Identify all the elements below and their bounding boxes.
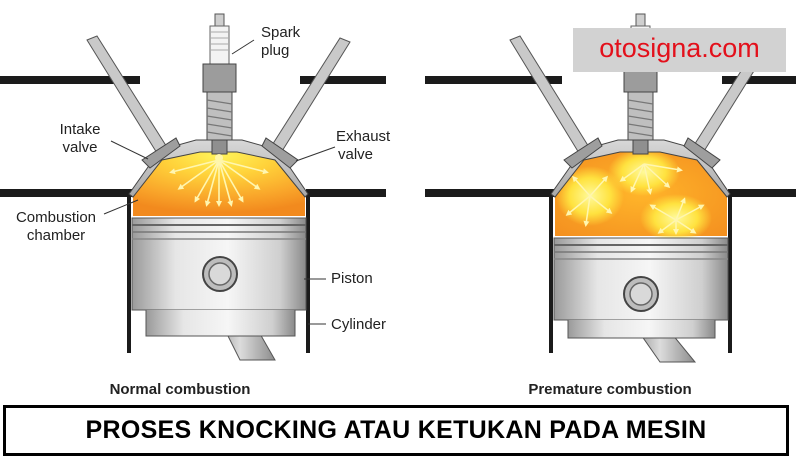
spark-plug (202, 13, 237, 162)
intake-valve (509, 35, 603, 169)
flame-arrows (565, 163, 705, 235)
label-intake-valve-line2: valve (62, 139, 98, 156)
label-combustion-chamber-line1: Combustion (15, 209, 97, 226)
label-exhaust-valve-line1: Exhaust (336, 128, 391, 145)
label-intake-valve-line1: Intake (59, 121, 101, 138)
watermark-text: otosigna.com (599, 33, 760, 63)
watermark-background (573, 28, 786, 72)
engine-normal (0, 13, 386, 361)
caption-normal-combustion: Normal combustion (109, 381, 251, 398)
intake-valve (86, 35, 181, 169)
flame-arrows (169, 159, 269, 207)
exhaust-valve (261, 37, 351, 169)
label-exhaust-valve-line2: valve (338, 146, 374, 163)
label-cylinder: Cylinder (331, 316, 387, 333)
banner-text: PROSES KNOCKING ATAU KETUKAN PADA MESIN (85, 416, 707, 444)
label-spark-plug-line1: Spark (261, 24, 301, 41)
label-piston: Piston (331, 270, 373, 287)
piston (131, 217, 307, 337)
label-combustion-chamber: Combustion chamber (2, 209, 110, 245)
caption-premature-combustion: Premature combustion (528, 381, 692, 398)
label-combustion-chamber-line2: chamber (26, 227, 86, 244)
title-banner: PROSES KNOCKING ATAU KETUKAN PADA MESIN (3, 405, 789, 456)
label-leaders (103, 39, 336, 325)
piston (553, 237, 729, 339)
label-spark-plug-line2: plug (261, 42, 290, 59)
hot-spot (608, 148, 680, 196)
label-exhaust-valve: Exhaust valve (336, 128, 390, 164)
label-intake-valve: Intake valve (48, 121, 112, 157)
label-spark-plug: Spark plug (261, 24, 300, 60)
